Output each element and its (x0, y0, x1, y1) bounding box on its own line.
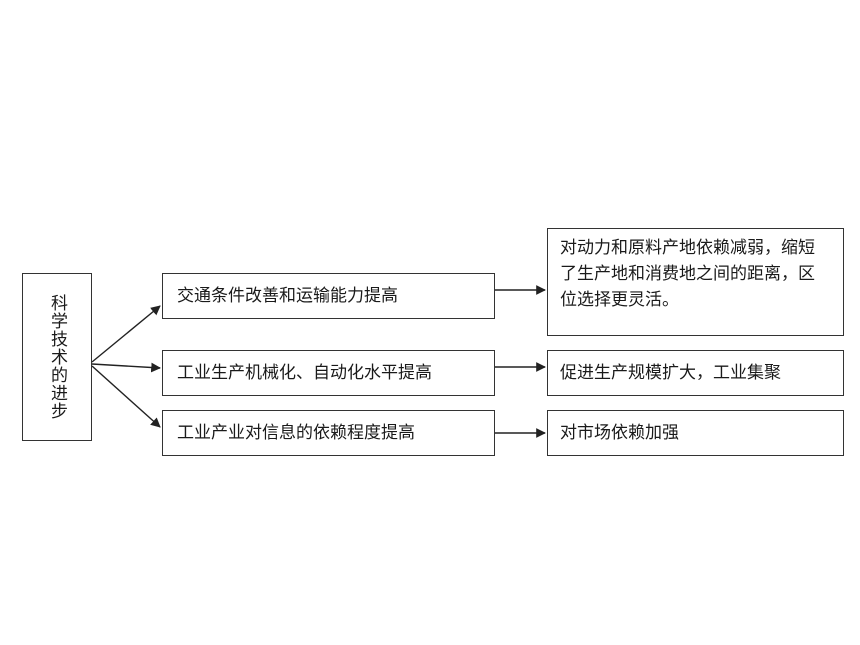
root-node-label: 科学技术的进步 (47, 294, 67, 420)
effect-node-2: 工业生产机械化、自动化水平提高 (162, 350, 495, 396)
result-node-2: 促进生产规模扩大，工业集聚 (547, 350, 844, 396)
result-node-2-label: 促进生产规模扩大，工业集聚 (560, 363, 781, 383)
effect-node-1: 交通条件改善和运输能力提高 (162, 273, 495, 319)
result-node-3-label: 对市场依赖加强 (560, 423, 679, 443)
arrow-root-to-effect-3 (91, 365, 161, 428)
effect-node-3: 工业产业对信息的依赖程度提高 (162, 410, 495, 456)
arrow-root-to-effect-1 (91, 305, 161, 363)
effect-node-1-label: 交通条件改善和运输能力提高 (177, 286, 398, 306)
effect-node-2-label: 工业生产机械化、自动化水平提高 (177, 363, 432, 383)
effect-node-3-label: 工业产业对信息的依赖程度提高 (177, 423, 415, 443)
root-node: 科学技术的进步 (22, 273, 92, 441)
result-node-3: 对市场依赖加强 (547, 410, 844, 456)
result-node-1: 对动力和原料产地依赖减弱，缩短了生产地和消费地之间的距离，区位选择更灵活。 (547, 228, 844, 336)
arrow-root-to-effect-2 (91, 362, 161, 373)
result-node-1-label: 对动力和原料产地依赖减弱，缩短了生产地和消费地之间的距离，区位选择更灵活。 (560, 238, 815, 310)
